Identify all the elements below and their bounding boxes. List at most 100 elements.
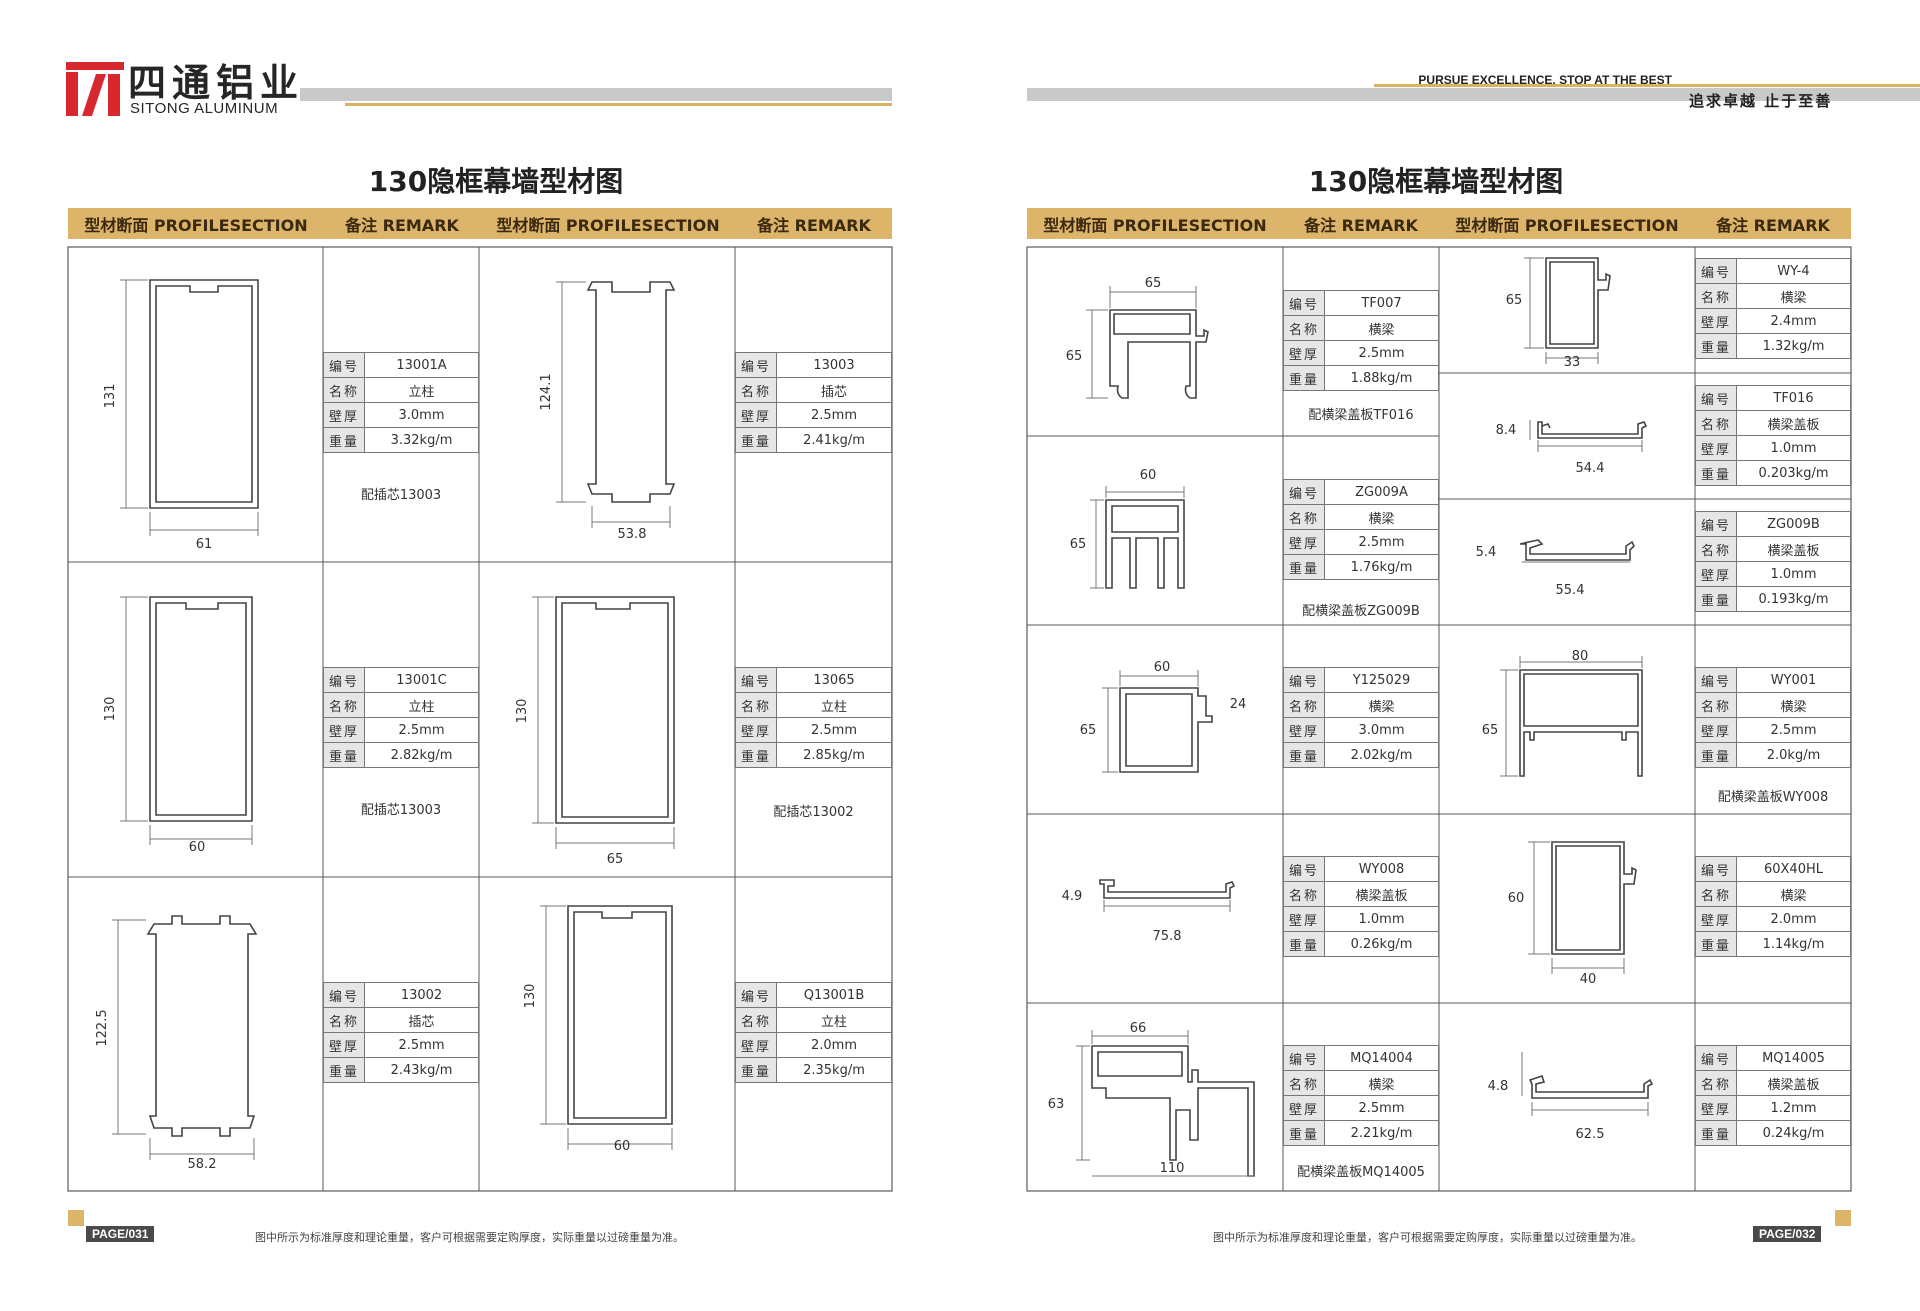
spec-code: ZG009A	[1324, 479, 1439, 505]
spec-note: 配插芯13002	[773, 805, 854, 820]
dim-width: 40	[1580, 972, 1597, 987]
spec-key: 重量	[1695, 931, 1737, 957]
spec-weight: 1.76kg/m	[1324, 554, 1439, 580]
spec-note: 配横梁盖板TF016	[1308, 408, 1414, 423]
dim-height: 63	[1048, 1097, 1065, 1112]
dim-width: 60	[1154, 660, 1171, 675]
spec-name: 横梁盖板	[1324, 881, 1439, 907]
spec-key: 重量	[1283, 1120, 1325, 1146]
spec-key: 重量	[1283, 365, 1325, 391]
spec-key: 重量	[1695, 1120, 1737, 1146]
dim-height: 60	[1508, 891, 1525, 906]
page-title-left: 130隐框幕墙型材图	[368, 165, 624, 198]
dim-height: 65	[1080, 723, 1097, 738]
spec-weight: 1.32kg/m	[1736, 333, 1851, 359]
spec-note: 配插芯13003	[360, 803, 442, 818]
profile-Y125029-drawing: 60 65 24	[1080, 660, 1247, 773]
dim-width: 33	[1564, 355, 1581, 370]
slogan-en: PURSUE EXCELLENCE, STOP AT THE BEST	[1418, 73, 1672, 87]
spec-key: 编号	[1283, 856, 1325, 882]
spec-key: 重量	[323, 427, 365, 453]
spec-key: 壁厚	[735, 1032, 777, 1058]
dim-width: 65	[607, 852, 624, 867]
spec-key: 名称	[735, 377, 777, 403]
spec-key: 名称	[1695, 881, 1737, 907]
spec-key: 壁厚	[1695, 717, 1737, 743]
spec-name: 横梁	[1736, 283, 1851, 309]
spec-name: 立柱	[364, 692, 479, 718]
spec-code: Q13001B	[776, 982, 892, 1008]
spec-key: 名称	[323, 377, 365, 403]
dim-height: 65	[1482, 723, 1499, 738]
spec-wall: 1.2mm	[1736, 1095, 1851, 1121]
dim-width: 58.2	[188, 1157, 217, 1172]
dim-height: 124.1	[539, 373, 554, 410]
spec-name: 横梁盖板	[1736, 410, 1851, 436]
spec-key: 重量	[735, 742, 777, 768]
dim-height: 65	[1066, 349, 1083, 364]
profile-13001C-drawing: 130 60	[103, 596, 253, 855]
spec-name: 横梁	[1736, 692, 1851, 718]
header-accent-line	[345, 103, 892, 106]
spec-key: 重量	[1283, 742, 1325, 768]
dim-height: 4.8	[1488, 1079, 1509, 1094]
dim-length: 110	[1160, 1161, 1185, 1176]
spec-name: 插芯	[776, 377, 892, 403]
spec-key: 名称	[1283, 692, 1325, 718]
dim-height: 130	[523, 984, 538, 1009]
spec-weight: 0.26kg/m	[1324, 931, 1439, 957]
spec-wall: 2.5mm	[364, 1032, 479, 1058]
dim-width: 62.5	[1576, 1127, 1605, 1140]
header-remark: 备注 REMARK	[345, 215, 459, 235]
spec-code: WY-4	[1736, 258, 1851, 284]
spec-weight: 2.02kg/m	[1324, 742, 1439, 768]
spec-key: 编号	[1283, 667, 1325, 693]
spec-weight: 2.82kg/m	[364, 742, 479, 768]
dim-height: 8.4	[1496, 423, 1517, 438]
spec-wall: 2.5mm	[1324, 529, 1439, 555]
spec-weight: 1.88kg/m	[1324, 365, 1439, 391]
profile-13003-drawing: 124.1 53.8	[539, 281, 676, 542]
spec-key: 编号	[323, 352, 365, 378]
header-accent-line-right	[1374, 84, 1920, 87]
spec-weight: 0.24kg/m	[1736, 1120, 1851, 1146]
brand-name-cn: 四通铝业	[128, 61, 305, 105]
spec-wall: 2.5mm	[1324, 1095, 1439, 1121]
spec-key: 壁厚	[323, 1032, 365, 1058]
spec-key: 名称	[1283, 1070, 1325, 1096]
spec-key: 编号	[1695, 258, 1737, 284]
spec-key: 重量	[735, 427, 777, 453]
spec-code: 60X40HL	[1736, 856, 1851, 882]
spec-key: 壁厚	[323, 402, 365, 428]
spec-code: TF016	[1736, 385, 1851, 411]
spec-name: 横梁盖板	[1736, 536, 1851, 562]
spec-key: 壁厚	[1283, 1095, 1325, 1121]
spec-key: 名称	[1695, 536, 1737, 562]
profile-WY-4-drawing: 65 33	[1506, 257, 1611, 370]
spec-weight: 2.21kg/m	[1324, 1120, 1439, 1146]
spec-key: 重量	[1695, 460, 1737, 486]
spec-wall: 3.0mm	[1324, 717, 1439, 743]
spec-weight: 2.43kg/m	[364, 1057, 479, 1083]
dim-width: 66	[1130, 1021, 1147, 1036]
spec-code: 13001C	[364, 667, 479, 693]
spec-wall: 2.5mm	[1736, 717, 1851, 743]
spec-key: 名称	[1283, 881, 1325, 907]
spec-weight: 2.35kg/m	[776, 1057, 892, 1083]
spec-wall: 2.4mm	[1736, 308, 1851, 334]
spec-key: 壁厚	[1695, 435, 1737, 461]
footnote-left: 图中所示为标准厚度和理论重量，客户可根据需要定购厚度，实际重量以过磅重量为准。	[255, 1231, 684, 1244]
spec-key: 壁厚	[1283, 529, 1325, 555]
header-profile-section: 型材断面 PROFILESECTION	[1455, 215, 1679, 235]
dim-lip: 24	[1230, 697, 1247, 712]
spec-key: 重量	[323, 1057, 365, 1083]
dim-width: 54.4	[1576, 461, 1605, 476]
spec-key: 编号	[323, 982, 365, 1008]
spec-key: 名称	[323, 692, 365, 718]
